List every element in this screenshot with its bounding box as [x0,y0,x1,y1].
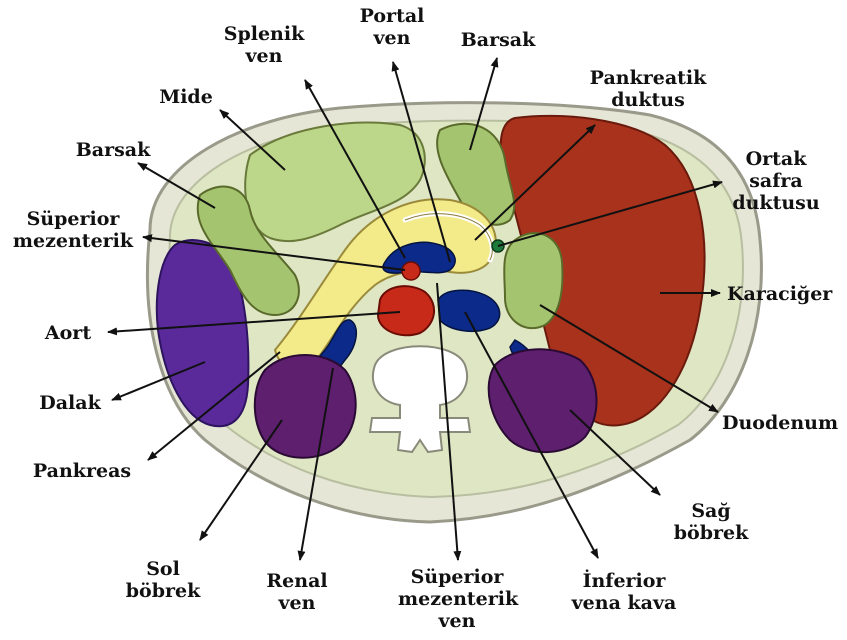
label-liver: Karaciğer [727,283,842,305]
label-duodenum: Duodenum [722,412,846,434]
label-renal-vein: Renal ven [257,570,337,614]
label-pancreas: Pankreas [22,460,142,482]
superior-mesenteric-artery [402,262,420,280]
label-portal-vein: Portal ven [352,5,432,49]
label-bowel-top: Barsak [453,29,543,51]
label-aorta: Aort [32,322,104,344]
label-stomach: Mide [150,86,222,108]
label-pancreatic-duct: Pankreatik duktus [586,67,710,111]
label-right-kidney: Sağ böbrek [661,500,761,544]
label-spleen: Dalak [28,392,112,414]
label-bowel-left: Barsak [68,139,158,161]
label-left-kidney: Sol böbrek [113,558,213,602]
left-kidney [255,355,356,458]
label-superior-mesenteric-vein: Süperior mezenterik ven [398,566,516,632]
label-common-bile-duct: Ortak safra duktusu [720,148,832,214]
aorta [378,286,434,335]
label-inferior-vena-cava: İnferior vena kava [560,570,688,614]
label-superior-mesenteric-artery: Süperior mezenterik [2,208,144,252]
label-splenic-vein: Splenik ven [218,23,310,67]
